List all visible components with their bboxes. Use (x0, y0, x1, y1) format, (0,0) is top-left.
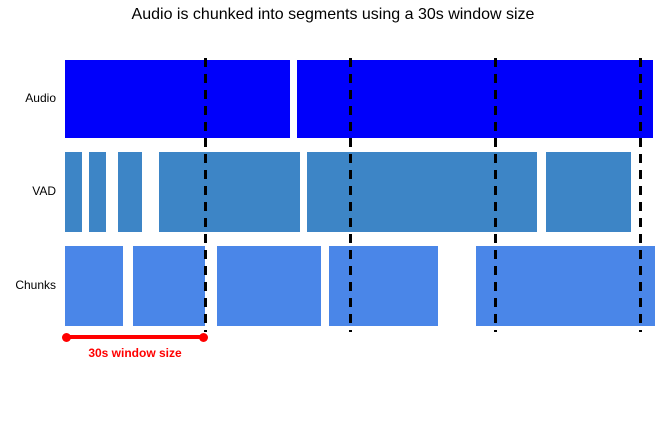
window-boundary-line (494, 58, 498, 332)
segment-bar (306, 152, 537, 232)
window-size-arrow-left-dot (61, 332, 71, 342)
segment-bar (64, 246, 123, 326)
window-boundary-line (639, 58, 643, 332)
row-label: Audio (25, 91, 56, 105)
window-boundary-line (203, 58, 207, 332)
window-boundary-line (348, 58, 352, 332)
segment-bar (64, 60, 290, 138)
window-size-arrow-right-dot (199, 332, 209, 342)
segment-bar (476, 246, 656, 326)
segment-bar (297, 60, 653, 138)
segment-bar (89, 152, 106, 232)
row-label: VAD (32, 184, 56, 198)
segment-bar (159, 152, 300, 232)
segment-bar (546, 152, 632, 232)
segment-bar (118, 152, 143, 232)
chart-title: Audio is chunked into segments using a 3… (131, 6, 535, 23)
row-label: Chunks (15, 278, 56, 292)
segment-bar (64, 152, 82, 232)
window-size-label: 30s window size (88, 346, 182, 360)
segment-bar (217, 246, 322, 326)
segment-bar (132, 246, 206, 326)
window-size-arrow-line (64, 335, 206, 339)
segment-bar (328, 246, 438, 326)
